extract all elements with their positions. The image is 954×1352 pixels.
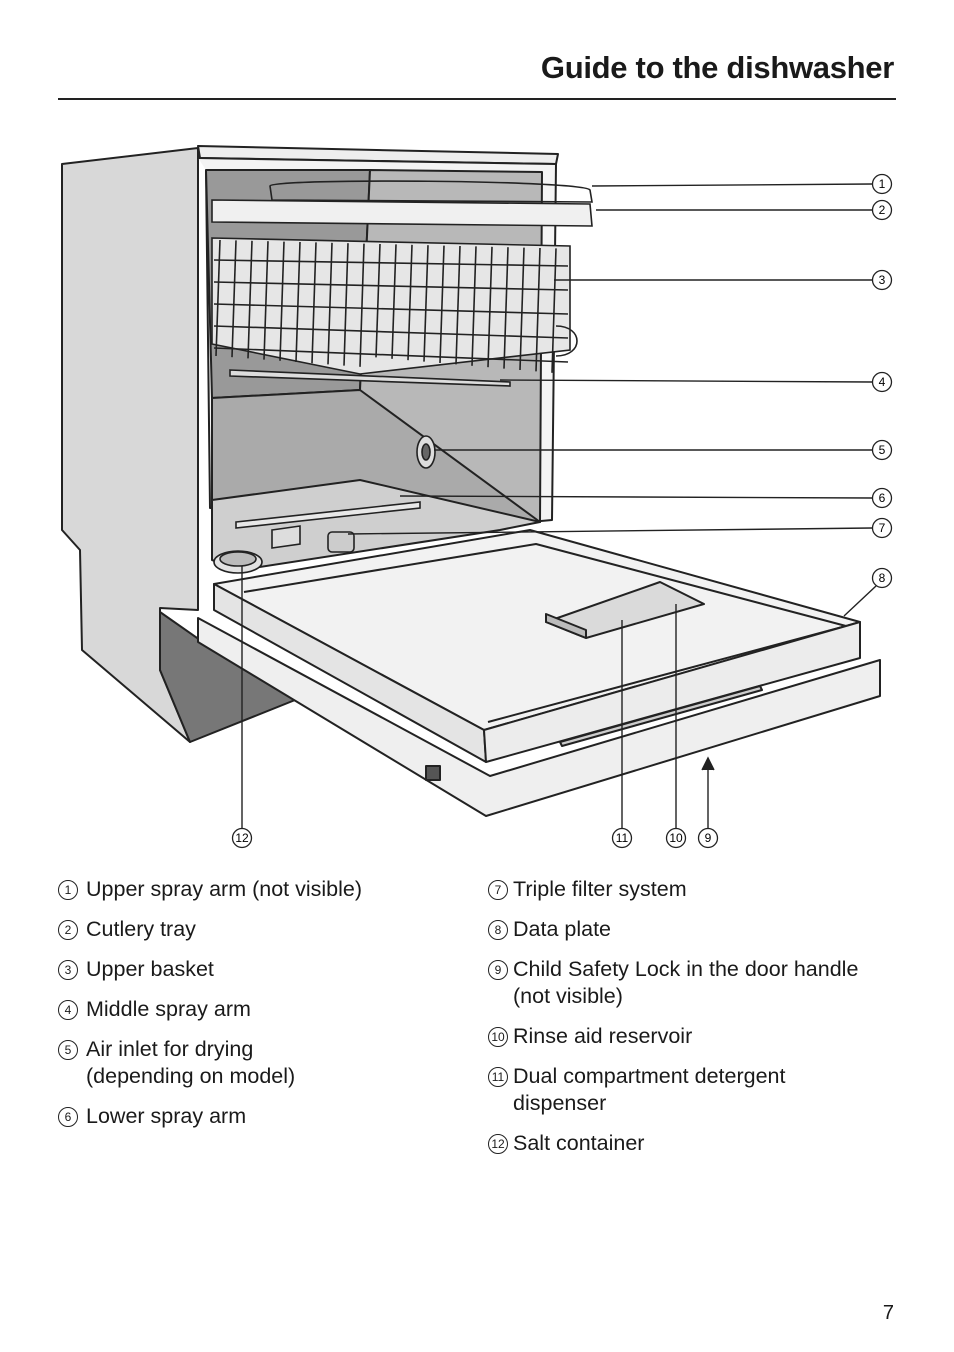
callout-12: 12 xyxy=(231,827,253,849)
callout-label: 12 xyxy=(235,831,249,845)
callout-label: 3 xyxy=(879,273,886,287)
legend-text: Data plate xyxy=(513,917,612,941)
legend-number-badge: 10 xyxy=(488,1027,508,1047)
callout-label: 10 xyxy=(669,831,683,845)
callout-5: 5 xyxy=(871,439,893,461)
door-outer-frame xyxy=(197,617,881,817)
legend-text: Triple filter system xyxy=(513,877,687,901)
door-handle xyxy=(559,685,763,747)
callout-8: 8 xyxy=(871,567,893,589)
callout-label: 4 xyxy=(879,375,886,389)
legend-number-badge: 3 xyxy=(58,960,78,980)
legend-item-6: 6 Lower spray arm xyxy=(58,1103,458,1130)
legend-text: Salt container xyxy=(513,1131,645,1155)
callout-3: 3 xyxy=(871,269,893,291)
legend-text: Upper basket xyxy=(86,957,214,981)
legend-number-badge: 5 xyxy=(58,1040,78,1060)
callout-label: 2 xyxy=(879,203,886,217)
legend-item-10: 10 Rinse aid reservoir xyxy=(488,1023,908,1050)
legend-item-3: 3 Upper basket xyxy=(58,956,458,983)
legend-item-2: 2 Cutlery tray xyxy=(58,916,458,943)
legend-text: Upper spray arm (not visible) xyxy=(86,877,363,901)
legend-item-12: 12 Salt container xyxy=(488,1130,908,1157)
callout-label: 1 xyxy=(879,177,886,191)
legend-number-badge: 7 xyxy=(488,880,508,900)
callout-4: 4 xyxy=(871,371,893,393)
legend-number-badge: 2 xyxy=(58,920,78,940)
lower-spray-arm xyxy=(235,501,421,529)
callout-7: 7 xyxy=(871,517,893,539)
legend-number-badge: 11 xyxy=(488,1067,508,1087)
callout-label: 7 xyxy=(879,521,886,535)
legend-text: Middle spray arm xyxy=(86,997,251,1021)
legend-text: Dual compartment detergent dispenser xyxy=(513,1064,786,1115)
legend-item-7: 7 Triple filter system xyxy=(488,876,908,903)
legend-left: 1 Upper spray arm (not visible) 2 Cutler… xyxy=(58,876,458,1143)
title-rule xyxy=(58,98,896,100)
page-number: 7 xyxy=(882,1302,894,1324)
legend-number-badge: 9 xyxy=(488,960,508,980)
legend-text: Rinse aid reservoir xyxy=(513,1024,693,1048)
legend-text: Child Safety Lock in the door handle (no… xyxy=(513,957,859,1008)
upper-basket xyxy=(211,180,593,387)
cabinet-plinth xyxy=(159,611,321,743)
callout-9: 9 xyxy=(697,827,719,849)
callout-label: 11 xyxy=(616,831,629,845)
legend-item-8: 8 Data plate xyxy=(488,916,908,943)
legend-right: 7 Triple filter system 8 Data plate 9 Ch… xyxy=(488,876,908,1170)
legend-number-badge: 6 xyxy=(58,1107,78,1127)
legend-item-11: 11 Dual compartment detergent dispenser xyxy=(488,1063,908,1117)
legend-text: Cutlery tray xyxy=(86,917,196,941)
legend-number-badge: 4 xyxy=(58,1000,78,1020)
filter-system xyxy=(327,531,355,553)
legend-item-5: 5 Air inlet for drying (depending on mod… xyxy=(58,1036,458,1090)
tub-floor xyxy=(211,479,541,571)
legend-item-4: 4 Middle spray arm xyxy=(58,996,458,1023)
callout-label: 8 xyxy=(879,571,886,585)
callout-1: 1 xyxy=(871,173,893,195)
legend-item-9: 9 Child Safety Lock in the door handle (… xyxy=(488,956,908,1010)
legend-number-badge: 12 xyxy=(488,1134,508,1154)
legend-text: Air inlet for drying (depending on model… xyxy=(86,1037,296,1088)
callout-label: 6 xyxy=(879,491,886,505)
callout-2: 2 xyxy=(871,199,893,221)
legend-text: Lower spray arm xyxy=(86,1104,247,1128)
legend-number-badge: 8 xyxy=(488,920,508,940)
callout-label: 5 xyxy=(879,443,886,457)
callout-label: 9 xyxy=(705,831,712,845)
callout-10: 10 xyxy=(665,827,687,849)
legend-number-badge: 1 xyxy=(58,880,78,900)
callout-11: 11 xyxy=(611,827,633,849)
air-inlet xyxy=(416,435,436,469)
page-title: Guide to the dishwasher xyxy=(540,50,894,85)
callout-6: 6 xyxy=(871,487,893,509)
legend-item-1: 1 Upper spray arm (not visible) xyxy=(58,876,458,903)
